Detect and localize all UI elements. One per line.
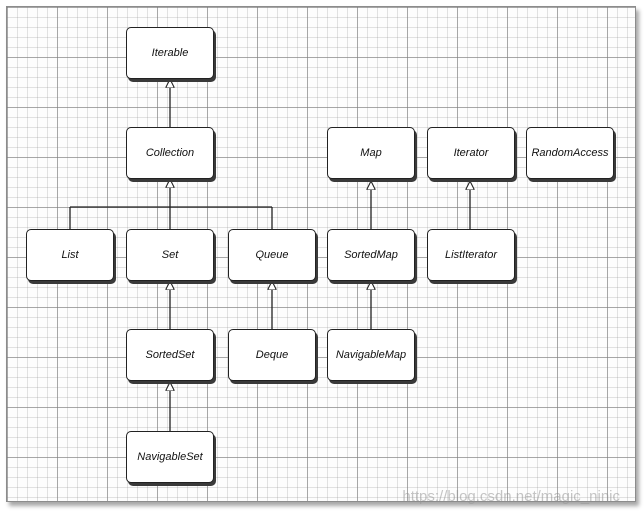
node-sorted-map: SortedMap: [327, 229, 415, 281]
node-deque: Deque: [228, 329, 316, 381]
node-queue-label: Queue: [255, 249, 289, 261]
node-list-label: List: [61, 249, 79, 261]
node-navigable-set-label: NavigableSet: [137, 451, 203, 463]
node-iterable: Iterable: [126, 27, 214, 79]
node-iterator: Iterator: [427, 127, 515, 179]
node-navigable-map-label: NavigableMap: [335, 349, 407, 361]
node-random-access-label: RandomAccess: [531, 147, 609, 159]
node-random-access: RandomAccess: [526, 127, 614, 179]
node-navigable-map: NavigableMap: [327, 329, 415, 381]
grid-background: [6, 6, 636, 502]
node-list: List: [26, 229, 114, 281]
node-sorted-set: SortedSet: [126, 329, 214, 381]
node-map: Map: [327, 127, 415, 179]
node-set: Set: [126, 229, 214, 281]
node-iterator-label: Iterator: [453, 147, 489, 159]
node-sorted-set-label: SortedSet: [145, 349, 195, 361]
node-iterable-label: Iterable: [151, 47, 189, 59]
node-list-iterator-label: ListIterator: [445, 249, 497, 261]
node-list-iterator: ListIterator: [427, 229, 515, 281]
node-navigable-set: NavigableSet: [126, 431, 214, 483]
node-collection-label: Collection: [145, 147, 195, 159]
node-collection: Collection: [126, 127, 214, 179]
watermark-text: https://blog.csdn.net/magic_ninic: [402, 488, 620, 505]
node-map-label: Map: [360, 147, 382, 159]
node-queue: Queue: [228, 229, 316, 281]
node-set-label: Set: [161, 249, 179, 261]
node-sorted-map-label: SortedMap: [344, 249, 398, 261]
node-deque-label: Deque: [255, 349, 289, 361]
